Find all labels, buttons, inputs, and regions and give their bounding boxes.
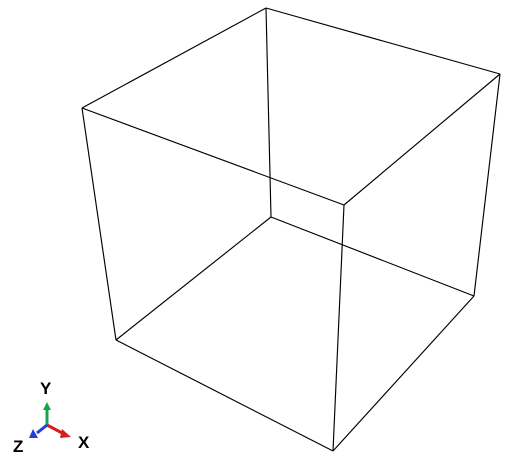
cube-edge-vertical-right	[473, 73, 501, 297]
x-axis-label: X	[78, 433, 90, 452]
cube-edge-top-front	[81, 7, 267, 109]
coordinate-triad: Y X Z	[13, 379, 90, 456]
cube-edge-vertical-back	[265, 7, 272, 218]
cube-edge-vertical-front	[332, 204, 345, 452]
cube-edge-bottom-left	[115, 216, 272, 341]
z-axis-arrowhead	[29, 429, 38, 438]
cube-edge-top-back	[343, 73, 501, 206]
y-axis-arrowhead	[43, 402, 51, 410]
z-axis-label: Z	[13, 437, 23, 456]
y-axis-label: Y	[40, 379, 52, 398]
cube-edge-bottom-right	[332, 295, 475, 452]
cube-edge-vertical-left	[81, 107, 117, 341]
cube-edge-bottom-back	[270, 216, 475, 297]
x-axis-arrow	[46, 423, 65, 436]
cube-edge-top-left	[81, 107, 345, 206]
z-axis-arrow	[36, 423, 48, 435]
cube-edge-top-right	[265, 7, 501, 75]
x-axis-arrowhead	[60, 429, 71, 438]
cube-edge-bottom-front	[115, 339, 334, 452]
